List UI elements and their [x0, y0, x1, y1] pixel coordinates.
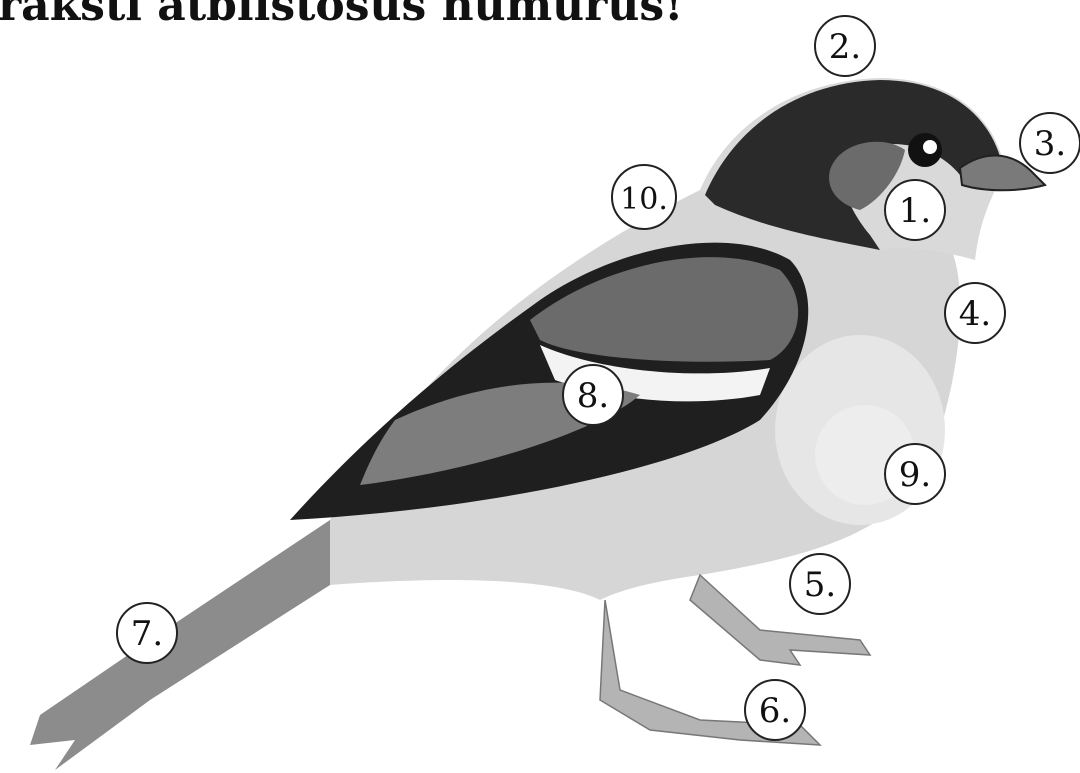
callout-4: 4. [945, 283, 1005, 343]
callout-3-text: 3. [1034, 124, 1066, 164]
callout-6: 6. [745, 680, 805, 740]
callout-9: 9. [885, 444, 945, 504]
callout-7-text: 7. [131, 614, 163, 654]
callout-5-text: 5. [804, 565, 836, 605]
callout-8-text: 8. [577, 376, 609, 416]
callout-3: 3. [1020, 113, 1080, 173]
callout-6-text: 6. [759, 691, 791, 731]
bird-tail [30, 520, 330, 770]
callout-4-text: 4. [959, 294, 991, 334]
callout-7: 7. [117, 603, 177, 663]
callout-1-text: 1. [899, 191, 931, 231]
callout-10: 10. [612, 165, 676, 229]
callout-1: 1. [885, 180, 945, 240]
callout-2-text: 2. [829, 27, 861, 67]
callout-5: 5. [790, 554, 850, 614]
bird-eye-shine [923, 140, 937, 154]
callout-9-text: 9. [899, 455, 931, 495]
callout-8: 8. [563, 365, 623, 425]
callout-10-text: 10. [620, 182, 668, 217]
callout-2: 2. [815, 16, 875, 76]
